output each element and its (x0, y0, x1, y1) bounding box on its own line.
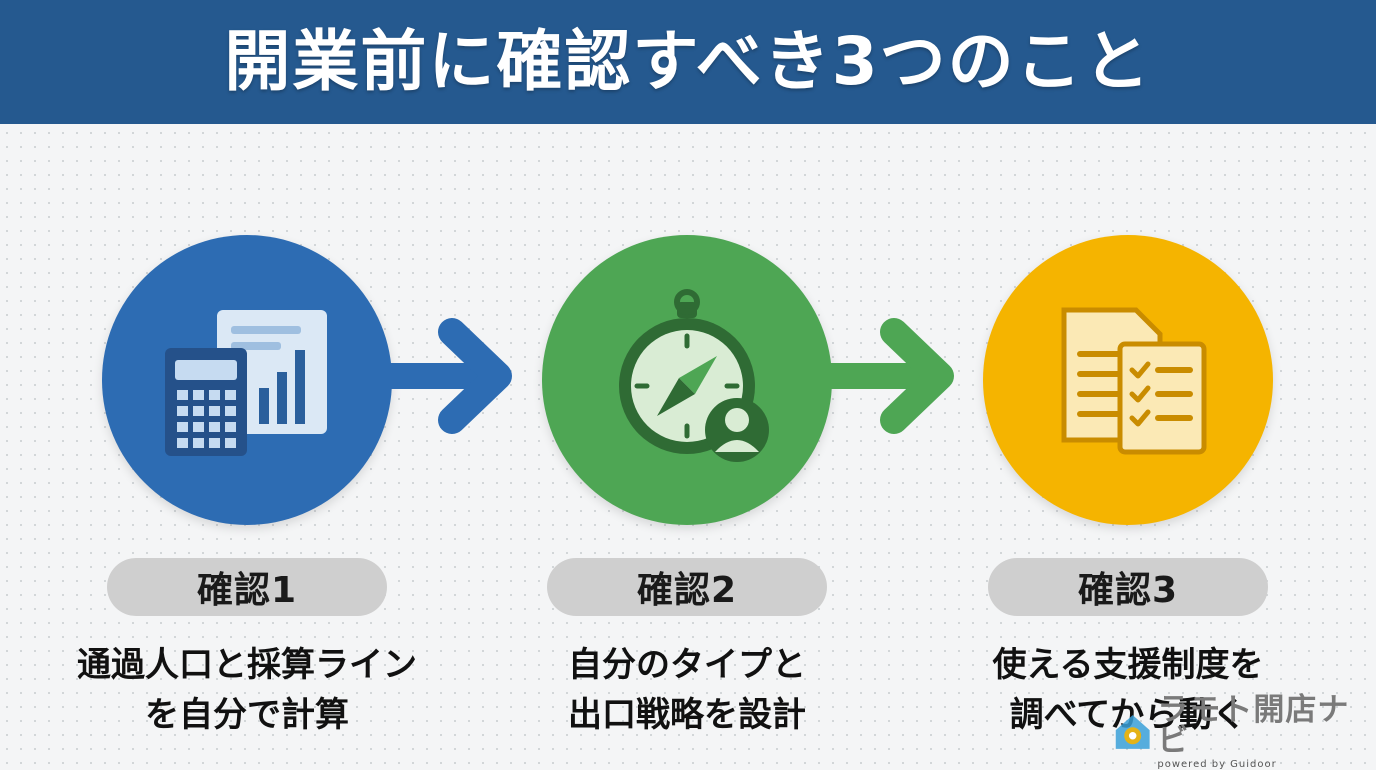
brand-logo: ラモト開店ナビ powered by Guidoor (1112, 694, 1368, 770)
page-title: 開業前に確認すべき3つのこと (224, 23, 1152, 100)
compass-person-icon (619, 289, 769, 462)
step-3-circle (983, 235, 1273, 525)
brand-tagline: powered by Guidoor (1157, 758, 1277, 770)
document-checklist-icon (1061, 307, 1207, 455)
arrow-right-icon (830, 318, 954, 434)
brand-name: ラモト開店ナビ (1157, 691, 1350, 759)
step-2-circle (542, 235, 832, 525)
step-3-label: 確認3 (988, 558, 1268, 616)
step-2-description: 自分のタイプと 出口戦略を設計 (568, 645, 806, 735)
step-2-label: 確認2 (547, 558, 827, 616)
step-1-label: 確認1 (107, 558, 387, 616)
arrow-right-icon (388, 318, 512, 434)
step-3-description: 使える支援制度を 調べてから動く (992, 645, 1264, 735)
house-logo-icon (1115, 715, 1150, 749)
step-1-circle (102, 235, 392, 525)
calculator-chart-icon (165, 310, 327, 456)
title-banner: 開業前に確認すべき3つのこと (0, 0, 1376, 124)
step-1-description: 通過人口と採算ライン を自分で計算 (77, 645, 417, 735)
